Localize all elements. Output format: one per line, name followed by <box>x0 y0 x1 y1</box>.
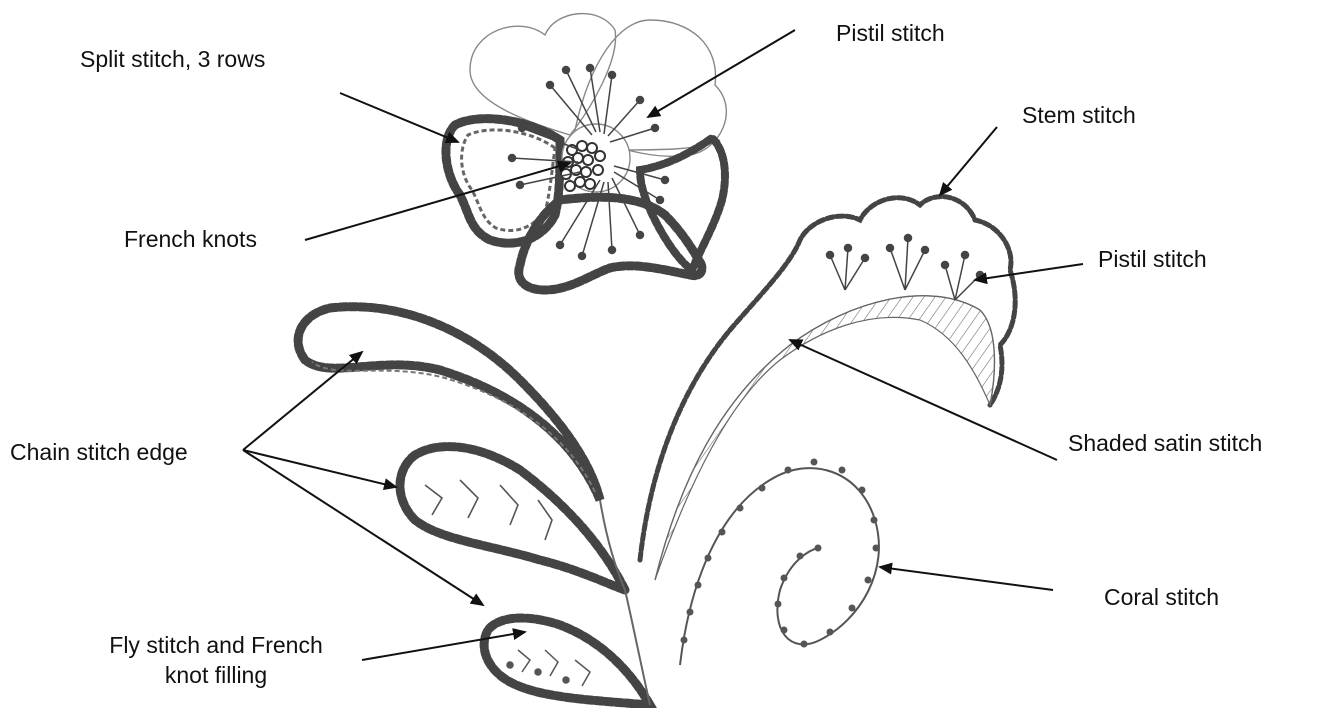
arrow-split-stitch <box>340 93 458 142</box>
arrow-coral-stitch <box>880 567 1053 590</box>
label-fly-stitch: Fly stitch and French knot filling <box>80 630 352 690</box>
fan-leaf-inner-curve <box>655 296 994 580</box>
label-pistil-stitch-right: Pistil stitch <box>1098 244 1207 274</box>
label-pistil-stitch-top: Pistil stitch <box>836 18 945 48</box>
shaded-satin-area <box>655 296 994 580</box>
arrow-chain-upper <box>243 352 362 450</box>
label-stem-stitch: Stem stitch <box>1022 100 1136 130</box>
arrow-fly-stitch <box>362 632 525 660</box>
label-coral-stitch: Coral stitch <box>1104 582 1219 612</box>
label-french-knots: French knots <box>124 224 257 254</box>
arrow-pistil-top <box>648 30 795 117</box>
arrow-chain-lower <box>243 450 483 605</box>
paisley-upper <box>298 307 600 500</box>
label-shaded-satin-stitch: Shaded satin stitch <box>1068 428 1262 458</box>
label-fly-stitch-line1: Fly stitch and French <box>80 630 352 660</box>
flower-motif <box>446 14 726 290</box>
paisley-lower <box>484 618 650 705</box>
label-chain-stitch-edge: Chain stitch edge <box>10 437 188 467</box>
arrow-pistil-right <box>975 264 1083 280</box>
coral-stitch-spiral <box>680 459 880 666</box>
label-fly-stitch-line2: knot filling <box>80 660 352 690</box>
label-split-stitch: Split stitch, 3 rows <box>80 44 265 74</box>
arrow-chain-middle <box>243 450 396 487</box>
fly-stitch-french-knot-filling <box>507 650 590 686</box>
arrow-shaded-satin <box>790 340 1057 460</box>
flower-petal-left-split <box>446 119 560 244</box>
arrow-stem-stitch <box>940 127 997 195</box>
leaf-pistil-stitches <box>827 235 984 301</box>
